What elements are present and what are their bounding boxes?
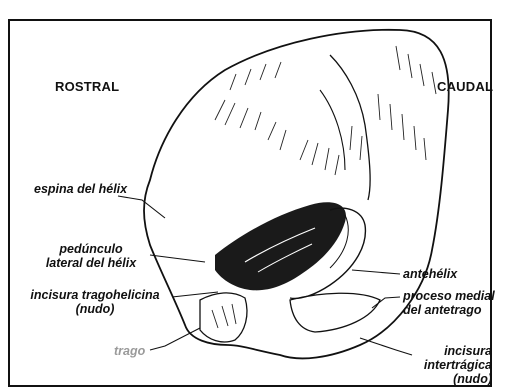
peduncle-label: pedúnculo lateral del hélix bbox=[26, 242, 156, 270]
hatching-upper bbox=[215, 46, 436, 175]
tragohelicine-line-1: incisura tragohelicina bbox=[16, 288, 174, 302]
intertragic-line-2: intertrágica bbox=[410, 358, 492, 372]
intertragic-line-1: incisura bbox=[410, 344, 492, 358]
tragohelicine-label: incisura tragohelicina (nudo) bbox=[16, 288, 174, 316]
antitragus-shape bbox=[290, 293, 380, 332]
intertragic-line-3: (nudo) bbox=[410, 372, 492, 386]
intertragic-label: incisura intertrágica (nudo) bbox=[410, 344, 492, 386]
helix-inner bbox=[320, 90, 345, 170]
peduncle-line-2: lateral del hélix bbox=[26, 256, 156, 270]
concha-shadow bbox=[215, 202, 346, 290]
medial-process-label: proceso medial del antetrago bbox=[403, 289, 495, 317]
tragus-label: trago bbox=[114, 344, 145, 358]
medial-process-line-2: del antetrago bbox=[403, 303, 495, 317]
medial-process-line-1: proceso medial bbox=[403, 289, 495, 303]
tragohelicine-line-2: (nudo) bbox=[16, 302, 174, 316]
caudal-label: CAUDAL bbox=[437, 80, 493, 94]
espina-helix-label: espina del hélix bbox=[34, 182, 127, 196]
peduncle-line-1: pedúnculo bbox=[26, 242, 156, 256]
antihelix-label: antehélix bbox=[403, 267, 457, 281]
rostral-label: ROSTRAL bbox=[55, 80, 119, 94]
helix-rim bbox=[330, 55, 370, 200]
tragus-shape bbox=[200, 293, 247, 342]
